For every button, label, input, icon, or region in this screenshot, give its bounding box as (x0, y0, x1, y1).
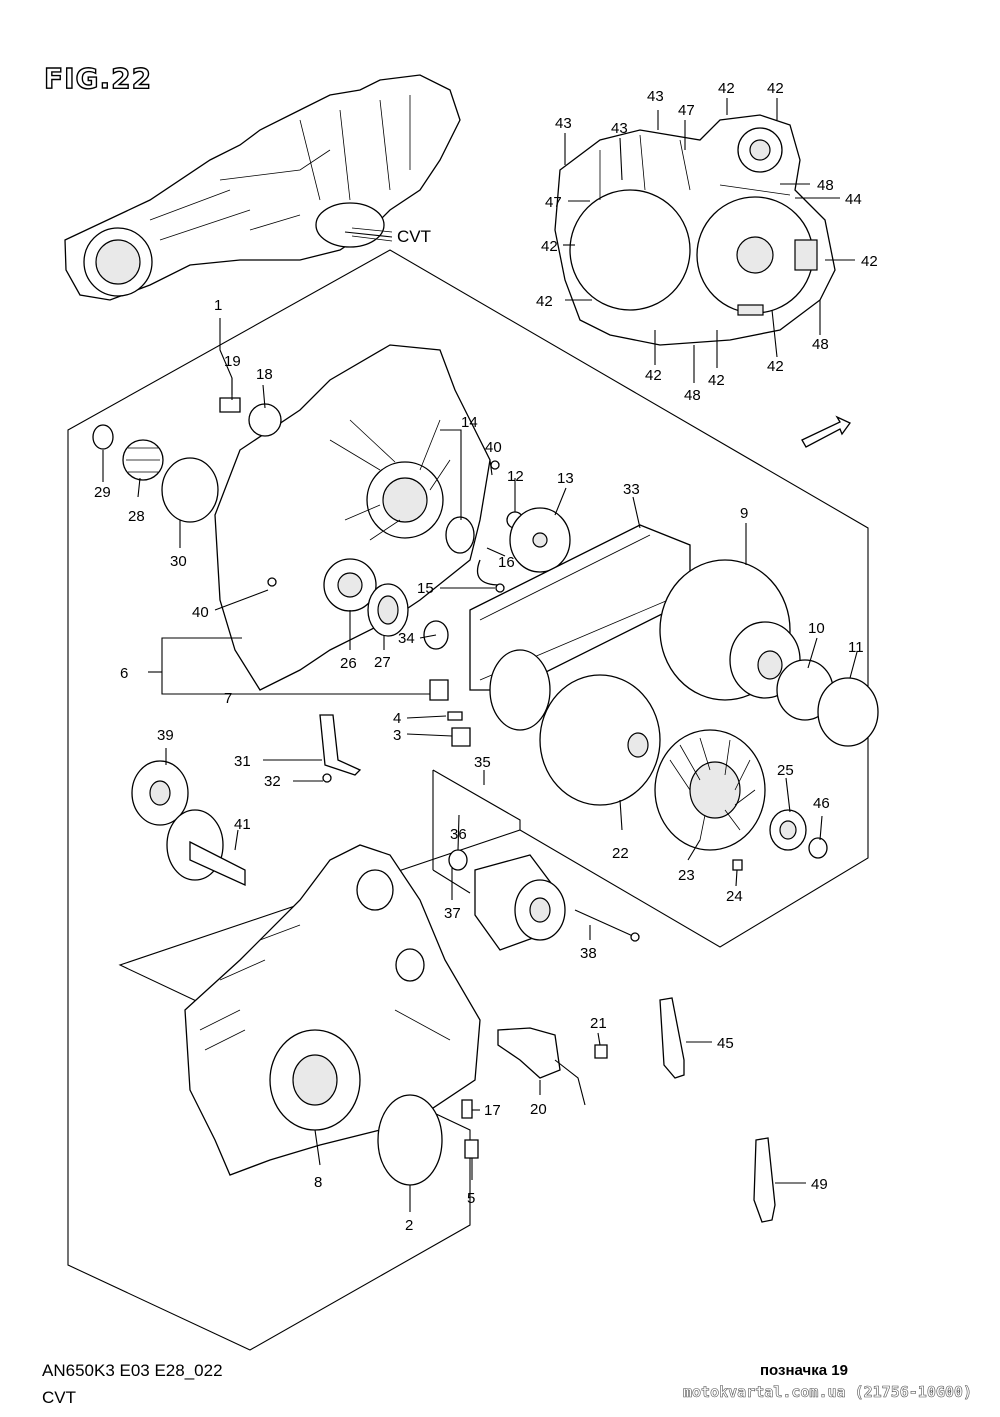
callout-42b: 42 (767, 80, 784, 97)
callout-42h: 42 (767, 358, 784, 375)
callout-15: 15 (417, 580, 434, 597)
callout-42f: 42 (645, 367, 662, 384)
callout-3: 3 (393, 727, 401, 744)
callout-48c: 48 (684, 387, 701, 404)
callout-10: 10 (808, 620, 825, 637)
starter-motor-part (432, 769, 640, 951)
callout-32: 32 (264, 773, 281, 790)
callout-12: 12 (507, 468, 524, 485)
callout-43b: 43 (611, 120, 628, 137)
callout-6: 6 (120, 665, 128, 682)
callout-40a: 40 (485, 439, 502, 456)
callout-7: 7 (224, 690, 232, 707)
callout-9: 9 (740, 505, 748, 522)
callout-26: 26 (340, 655, 357, 672)
callout-25: 25 (777, 762, 794, 779)
callout-21: 21 (590, 1015, 607, 1032)
callout-38: 38 (580, 945, 597, 962)
callout-46: 46 (813, 795, 830, 812)
sensor-and-gear-parts (131, 711, 471, 887)
model-code: AN650K3 E03 E28_022 (42, 1361, 223, 1380)
section-name: CVT (42, 1388, 76, 1407)
site-reference: motokvartal.com.ua (21756-10G00) (683, 1383, 973, 1402)
callout-37: 37 (444, 905, 461, 922)
callout-35: 35 (474, 754, 491, 771)
driven-pulley-part (659, 559, 879, 747)
callout-42c: 42 (541, 238, 558, 255)
callout-22: 22 (612, 845, 629, 862)
callout-47b: 47 (545, 194, 562, 211)
callout-43a: 43 (555, 115, 572, 132)
callout-8: 8 (314, 1174, 322, 1191)
callout-24: 24 (726, 888, 743, 905)
callout-48a: 48 (817, 177, 834, 194)
callout-45: 45 (717, 1035, 734, 1052)
callout-1: 1 (214, 297, 222, 314)
fan-and-bearing-parts (654, 729, 828, 871)
callout-30: 30 (170, 553, 187, 570)
callout-4: 4 (393, 710, 401, 727)
page-mark: позначка 19 (760, 1362, 848, 1379)
inset-cvt-pointer: CVT (344, 227, 431, 246)
callout-43c: 43 (647, 88, 664, 105)
callout-41: 41 (234, 816, 251, 833)
callout-42g: 42 (708, 372, 725, 389)
callout-20: 20 (530, 1101, 547, 1118)
leader-lines (102, 98, 858, 1212)
callout-labels: 1 2 3 4 5 6 7 8 9 10 11 12 13 14 15 16 1… (94, 80, 878, 1234)
outer-cover-illustration (554, 114, 836, 346)
callout-5: 5 (467, 1190, 475, 1207)
callout-33: 33 (623, 481, 640, 498)
figure-title: FIG.22 (43, 61, 153, 95)
callout-34: 34 (398, 630, 415, 647)
callout-11: 11 (848, 639, 864, 656)
direction-arrow-icon (801, 415, 851, 448)
callout-42a: 42 (718, 80, 735, 97)
callout-40b: 40 (192, 604, 209, 621)
callout-42d: 42 (861, 253, 878, 270)
callout-16: 16 (498, 554, 515, 571)
drive-pulley-part (489, 649, 661, 806)
callout-47a: 47 (678, 102, 695, 119)
callout-39: 39 (157, 727, 174, 744)
crankcase-cover-part (214, 344, 491, 691)
callout-49: 49 (811, 1176, 828, 1193)
callout-31: 31 (234, 753, 251, 770)
callout-42e: 42 (536, 293, 553, 310)
tool-parts (659, 997, 776, 1223)
callout-27: 27 (374, 654, 391, 671)
callout-28: 28 (128, 508, 145, 525)
lower-small-parts (377, 1027, 608, 1186)
lower-housing-part (184, 844, 481, 1176)
callout-36: 36 (450, 826, 467, 843)
callout-48b: 48 (812, 336, 829, 353)
callout-23: 23 (678, 867, 695, 884)
callout-14: 14 (461, 414, 478, 431)
callout-17: 17 (484, 1102, 501, 1119)
engine-overview-illustration (64, 74, 461, 301)
callout-2: 2 (405, 1217, 413, 1234)
callout-19: 19 (224, 353, 241, 370)
inset-cvt-label: CVT (397, 227, 431, 246)
callout-29: 29 (94, 484, 111, 501)
callout-13: 13 (557, 470, 574, 487)
callout-18: 18 (256, 366, 273, 383)
parts-upper-left (92, 397, 571, 701)
callout-44: 44 (845, 191, 862, 208)
